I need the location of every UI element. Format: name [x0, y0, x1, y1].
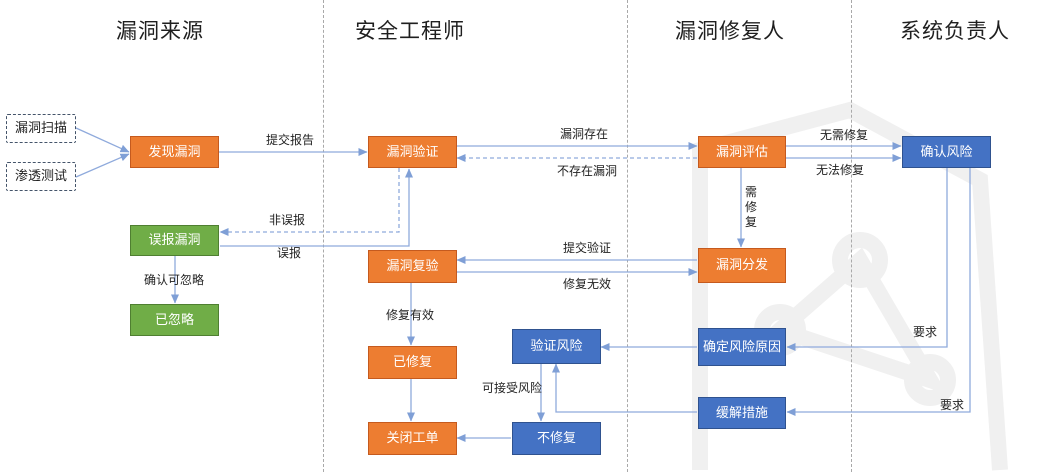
- label-vuln-not-exists: 不存在漏洞: [557, 164, 618, 178]
- label-submit-verification: 提交验证: [563, 241, 612, 255]
- edge-not-false-positive: [219, 168, 400, 236]
- node-evaluate[interactable]: 漏洞评估: [698, 136, 786, 168]
- node-risk-cause[interactable]: 确定风险原因: [698, 328, 786, 366]
- lane-title-owner: 系统负责人: [900, 19, 1010, 43]
- label-fix-valid: 修复有效: [386, 308, 435, 322]
- node-not-fix[interactable]: 不修复: [512, 422, 601, 455]
- node-verify[interactable]: 漏洞验证: [368, 136, 457, 168]
- node-close-ticket[interactable]: 关闭工单: [368, 422, 457, 455]
- edge-scan-to-discover: [75, 127, 130, 153]
- node-pentest[interactable]: 渗透测试: [6, 162, 76, 191]
- label-require-1: 要求: [913, 325, 938, 339]
- node-recheck[interactable]: 漏洞复验: [368, 250, 457, 283]
- label-submit-report: 提交报告: [266, 133, 315, 147]
- node-false-positive[interactable]: 误报漏洞: [130, 225, 219, 256]
- label-require-2: 要求: [940, 398, 965, 412]
- node-confirm-risk[interactable]: 确认风险: [902, 136, 991, 168]
- edge-require-1: [786, 168, 948, 351]
- node-ignored[interactable]: 已忽略: [130, 304, 219, 336]
- label-cannot-fix: 无法修复: [816, 163, 865, 177]
- node-discover[interactable]: 发现漏洞: [130, 136, 219, 168]
- edge-false-positive: [220, 168, 413, 247]
- label-no-fix-needed: 无需修复: [820, 128, 869, 142]
- label-false-positive: 误报: [277, 246, 302, 260]
- node-fixed[interactable]: 已修复: [368, 346, 457, 379]
- node-distribute[interactable]: 漏洞分发: [698, 248, 786, 283]
- edge-require-2: [786, 168, 971, 416]
- label-not-false-positive: 非误报: [269, 213, 306, 227]
- node-mitigate[interactable]: 缓解措施: [698, 397, 786, 429]
- lane-divider: [323, 0, 324, 472]
- label-acceptable-risk: 可接受风险: [482, 381, 543, 395]
- node-verify-risk[interactable]: 验证风险: [512, 329, 601, 364]
- edge-pentest-to-discover: [75, 153, 130, 178]
- lane-divider: [627, 0, 628, 472]
- label-need-fix: 需修复: [744, 185, 757, 229]
- label-confirm-ignorable: 确认可忽略: [144, 273, 205, 287]
- lane-title-fixer: 漏洞修复人: [675, 19, 785, 43]
- label-fix-invalid: 修复无效: [563, 277, 612, 291]
- label-vuln-exists: 漏洞存在: [560, 127, 609, 141]
- edge-mitigate-to-verify-risk: [552, 363, 697, 413]
- lane-divider: [851, 0, 852, 472]
- node-scan[interactable]: 漏洞扫描: [6, 114, 76, 143]
- lane-title-source: 漏洞来源: [116, 19, 204, 43]
- lane-title-engineer: 安全工程师: [355, 19, 465, 43]
